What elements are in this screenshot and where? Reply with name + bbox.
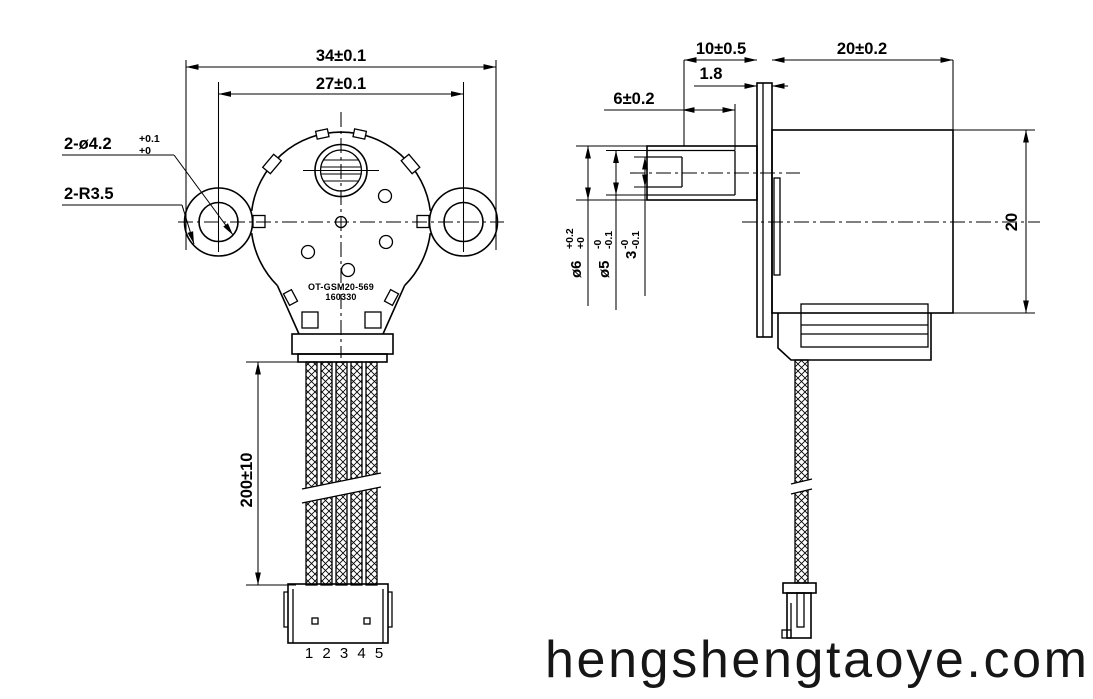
svg-text:ø5: ø5 bbox=[596, 260, 613, 278]
svg-text:27±0.1: 27±0.1 bbox=[316, 75, 366, 93]
dim-lead-wire-length: 200±10 bbox=[238, 361, 304, 586]
pilot-boss bbox=[773, 177, 781, 276]
svg-text:-0.1: -0.1 bbox=[603, 231, 615, 249]
lead-wires bbox=[301, 361, 382, 586]
housing-right-slot bbox=[364, 311, 382, 329]
svg-text:+0: +0 bbox=[139, 145, 151, 157]
svg-text:10±0.5: 10±0.5 bbox=[696, 40, 746, 58]
mounting-plate bbox=[756, 82, 773, 338]
dim-shaft-length: 6±0.2 bbox=[604, 90, 736, 150]
output-boss bbox=[303, 143, 379, 198]
svg-text:1.8: 1.8 bbox=[700, 65, 723, 83]
svg-text:2-R3.5: 2-R3.5 bbox=[64, 185, 114, 203]
dim-hole-spacing: 27±0.1 bbox=[217, 75, 465, 252]
svg-text:ø6: ø6 bbox=[568, 260, 585, 278]
pin-numbers: 1 2 3 4 5 bbox=[305, 645, 383, 662]
svg-text:20: 20 bbox=[1003, 213, 1021, 231]
shaft-dia-callout: ø5 -0 -0.1 bbox=[592, 149, 648, 310]
motor-body-lower-left-arc bbox=[250, 233, 278, 287]
svg-text:+0.1: +0.1 bbox=[139, 133, 160, 145]
motor-body-side bbox=[771, 129, 954, 314]
pin-label-5: 5 bbox=[375, 645, 383, 662]
side-view: 10±0.5 20±0.2 1.8 6±0.2 ø6 +0.2 bbox=[564, 40, 1040, 639]
gearbox-housing bbox=[276, 285, 406, 363]
pin-label-1: 1 bbox=[305, 645, 313, 662]
ear-radius-callout: 2-R3.5 bbox=[62, 185, 195, 245]
side-lead-wire bbox=[790, 359, 813, 584]
svg-text:+0: +0 bbox=[575, 237, 587, 249]
body-notch-tabs bbox=[261, 128, 421, 175]
motor-body-lower-right-arc bbox=[404, 233, 432, 287]
dim-body-length: 20±0.2 bbox=[772, 40, 954, 130]
watermark-text: hengshengtaoye.com bbox=[545, 631, 1088, 689]
dim-front-section-length: 10±0.5 bbox=[683, 40, 757, 146]
front-view: OT-GSM20-569 160330 1 2 3 4 5 bbox=[62, 47, 504, 662]
right-pole-square bbox=[416, 214, 430, 229]
side-connector bbox=[781, 582, 817, 639]
motor-body-top-arc bbox=[250, 131, 432, 212]
mount-hole-callout: 2-ø4.2 +0.1 +0 bbox=[62, 133, 234, 236]
dim-body-diameter: 20 bbox=[953, 129, 1035, 314]
pin-label-2: 2 bbox=[322, 645, 330, 662]
svg-text:3: 3 bbox=[623, 251, 640, 259]
rivet-holes bbox=[300, 188, 394, 278]
center-pivot-hole bbox=[334, 215, 348, 229]
pin-label-3: 3 bbox=[340, 645, 348, 662]
bushing-dia-callout: ø6 +0.2 +0 bbox=[564, 145, 649, 306]
slot-width-callout: 3 -0 -0.1 bbox=[619, 156, 648, 296]
svg-text:200±10: 200±10 bbox=[238, 453, 256, 508]
side-wire-break-symbol bbox=[790, 478, 813, 495]
svg-text:-0: -0 bbox=[619, 240, 631, 249]
svg-text:2-ø4.2: 2-ø4.2 bbox=[64, 135, 112, 153]
svg-text:-0.1: -0.1 bbox=[630, 231, 642, 249]
svg-text:20±0.2: 20±0.2 bbox=[837, 40, 887, 58]
left-pole-square bbox=[252, 214, 266, 229]
part-marking-line2: 160330 bbox=[325, 292, 356, 302]
svg-text:34±0.1: 34±0.1 bbox=[316, 47, 366, 65]
wire-break-symbol bbox=[301, 472, 382, 504]
svg-text:6±0.2: 6±0.2 bbox=[613, 90, 654, 108]
part-marking-line1: OT-GSM20-569 bbox=[308, 282, 374, 292]
dim-plate-thickness: 1.8 bbox=[694, 65, 788, 89]
svg-text:+0.2: +0.2 bbox=[564, 228, 576, 249]
terminal-box bbox=[777, 303, 932, 361]
pin-label-4: 4 bbox=[357, 645, 365, 662]
housing-left-slot bbox=[301, 311, 319, 329]
svg-text:-0: -0 bbox=[592, 240, 604, 249]
front-connector bbox=[283, 583, 393, 644]
